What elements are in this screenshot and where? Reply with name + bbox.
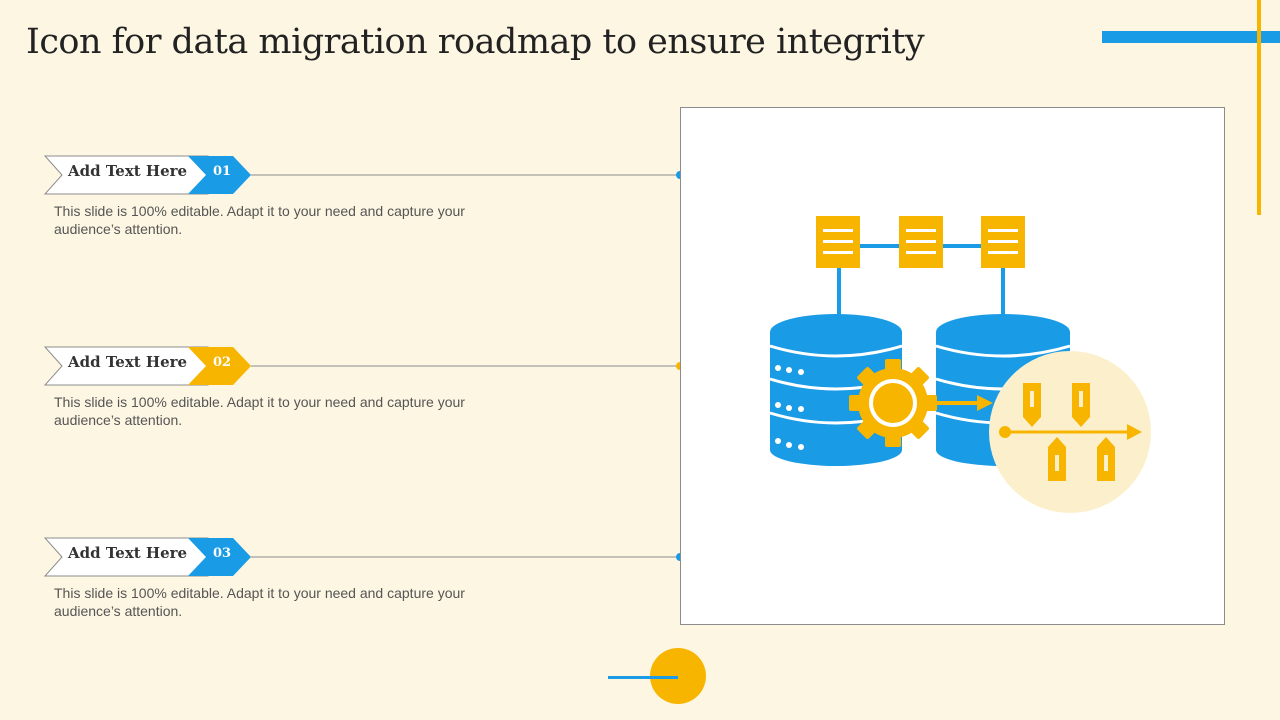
data-migration-illustration — [769, 216, 1151, 513]
gear-icon — [849, 359, 937, 447]
item-3-connector — [43, 537, 684, 577]
decorative-bar-right — [1257, 0, 1261, 215]
roadmap-item-1: Add Text Here 01 This slide is 100% edit… — [0, 155, 690, 246]
roadmap-item-2: Add Text Here 02 This slide is 100% edit… — [0, 346, 690, 437]
document-icon — [899, 216, 943, 268]
page-title: Icon for data migration roadmap to ensur… — [26, 22, 925, 62]
document-connectors — [837, 244, 1005, 319]
item-2-description: This slide is 100% editable. Adapt it to… — [54, 394, 465, 428]
item-1-description: This slide is 100% editable. Adapt it to… — [54, 203, 465, 237]
item-2-label: Add Text Here — [68, 353, 188, 371]
decorative-line — [608, 676, 678, 679]
item-1-number: 01 — [212, 164, 232, 179]
item-3-number: 03 — [212, 546, 232, 561]
decorative-bar-top — [1102, 31, 1280, 43]
item-1-label: Add Text Here — [68, 162, 188, 180]
item-2-number: 02 — [212, 355, 232, 370]
migration-arrow — [936, 395, 993, 411]
item-3-label: Add Text Here — [68, 544, 188, 562]
document-icon — [981, 216, 1025, 268]
roadmap-item-3: Add Text Here 03 This slide is 100% edit… — [0, 537, 690, 628]
item-3-description: This slide is 100% editable. Adapt it to… — [54, 585, 465, 619]
document-icon — [816, 216, 860, 268]
item-1-connector — [43, 155, 684, 195]
illustration-panel — [680, 107, 1225, 625]
roadmap-icon — [989, 351, 1151, 513]
